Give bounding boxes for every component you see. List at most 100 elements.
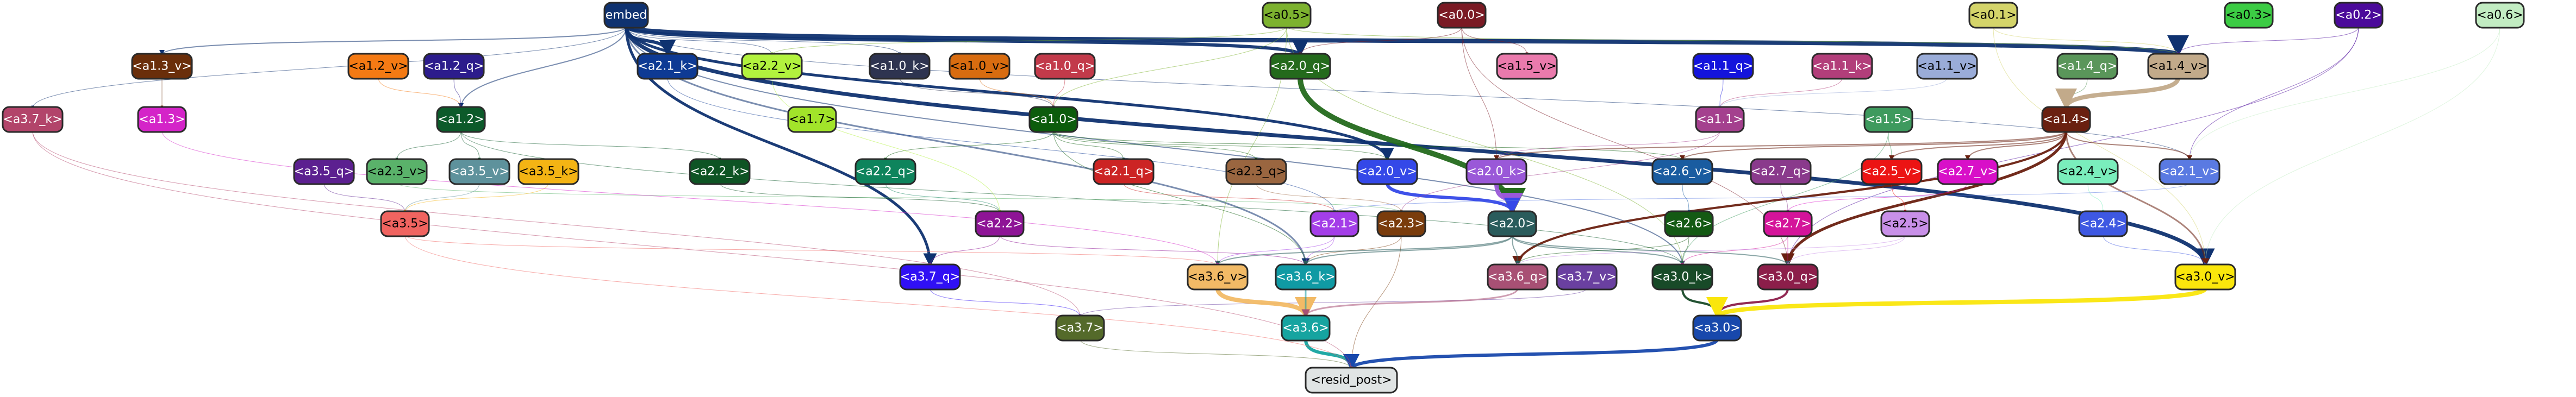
node-box [1275,263,1337,291]
node-a1-1-q[interactable]: <a1.1_q> [1692,53,1754,80]
node-a3-5-k[interactable]: <a3.5_k> [517,158,579,185]
edge-a2-5-v-to-a2-5 [1891,182,1907,213]
edge-a2-7-q-to-a2-7 [1780,182,1789,213]
node-a3-5[interactable]: <a3.5> [380,210,430,237]
edge-a2-2-v-to-a2-2 [771,77,1001,213]
node-a2-5-v[interactable]: <a2.5_v> [1861,158,1923,185]
node-a2-0-v[interactable]: <a2.0_v> [1356,158,1418,185]
node-a1-0[interactable]: <a1.0> [1028,106,1078,133]
node-a1-7[interactable]: <a1.7> [787,106,837,133]
node-label: <a1.1_q> [1693,60,1753,73]
node-box [1968,2,2018,29]
node-a3-7-k[interactable]: <a3.7_k> [2,106,64,133]
node-a2-7-v[interactable]: <a2.7_v> [1937,158,1999,185]
node-a2-4-v[interactable]: <a2.4_v> [2057,158,2119,185]
node-a1-0-k[interactable]: <a1.0_k> [869,53,931,80]
node-box [1487,263,1549,291]
node-a2-2-v[interactable]: <a2.2_v> [741,53,803,80]
node-a2-0-k[interactable]: <a2.0_k> [1465,158,1527,185]
node-box [2041,106,2091,133]
node-box [787,106,837,133]
node-label: <a0.2> [2335,9,2381,22]
node-a3-5-v[interactable]: <a3.5_v> [448,158,510,185]
node-a3-6-q[interactable]: <a3.6_q> [1487,263,1549,291]
node-a1-0-q[interactable]: <a1.0_q> [1034,53,1096,80]
node-box [1356,158,1418,185]
edge-a2-6-to-a3-0-k [1681,235,1689,266]
node-a2-0[interactable]: <a2.0> [1487,210,1537,237]
node-a0-1[interactable]: <a0.1> [1968,2,2018,29]
node-a3-7-q[interactable]: <a3.7_q> [899,263,961,291]
node-a3-0[interactable]: <a3.0> [1692,314,1742,342]
node-a3-7-v[interactable]: <a3.7_v> [1556,263,1618,291]
edge-a0-0-to-a2-0-k [1461,26,1498,161]
node-a0-3[interactable]: <a0.3> [2224,2,2274,29]
node-box [2056,53,2118,80]
edge-a0-1-to-a3-0-v [1993,26,2207,266]
edge-a3-7-k-to-resid-post [32,130,1353,369]
node-a2-5[interactable]: <a2.5> [1880,210,1930,237]
node-a2-4[interactable]: <a2.4> [2078,210,2128,237]
node-a2-2[interactable]: <a2.2> [975,210,1025,237]
node-a1-2-q[interactable]: <a1.2_q> [423,53,485,80]
node-a2-2-k[interactable]: <a2.2_k> [689,158,751,185]
node-label: <a3.5_q> [294,165,354,179]
node-a0-0[interactable]: <a0.0> [1437,2,1487,29]
node-a1-1[interactable]: <a1.1> [1695,106,1745,133]
node-resid-post[interactable]: <resid_post> [1305,367,1398,394]
edge-a1-0-q-to-a1-0 [1052,77,1065,109]
node-label: <a2.4> [2080,217,2126,231]
node-a0-5[interactable]: <a0.5> [1262,2,1312,29]
node-a2-3-v[interactable]: <a2.3_v> [366,158,428,185]
edge-a2-0-to-a3-0-q [1512,235,1791,266]
node-box [2174,263,2236,291]
node-a2-1-q[interactable]: <a2.1_q> [1093,158,1155,185]
node-a2-1-v[interactable]: <a2.1_v> [2159,158,2221,185]
edge-a3-0-to-resid-post [1343,338,1719,370]
node-a3-6-k[interactable]: <a3.6_k> [1275,263,1337,291]
edge-a1-1-k-to-a1-1 [1718,77,1843,109]
node-a1-2-v[interactable]: <a1.2_v> [347,53,409,80]
node-box [1225,158,1287,185]
node-label: <a2.1_k> [638,60,697,73]
node-a0-2[interactable]: <a0.2> [2334,2,2384,29]
node-a3-7[interactable]: <a3.7> [1055,314,1105,342]
edge-a0-6-to-a3-0-v [2204,26,2500,266]
node-a1-5-v[interactable]: <a1.5_v> [1496,53,1558,80]
node-a2-3[interactable]: <a2.3> [1376,210,1426,237]
node-a3-0-q[interactable]: <a3.0_q> [1757,263,1819,291]
node-a2-7[interactable]: <a2.7> [1763,210,1813,237]
node-a1-3[interactable]: <a1.3> [137,106,187,133]
node-box [1034,53,1096,80]
node-a1-5[interactable]: <a1.5> [1863,106,1913,133]
node-a0-6[interactable]: <a0.6> [2475,2,2525,29]
node-a3-6-v[interactable]: <a3.6_v> [1187,263,1249,291]
node-a1-2[interactable]: <a1.2> [436,106,486,133]
node-a2-3-q[interactable]: <a2.3_q> [1225,158,1287,185]
node-a2-6-v[interactable]: <a2.6_v> [1651,158,1713,185]
node-label: <a2.2_k> [690,165,749,179]
node-box [293,158,355,185]
node-a1-4-v[interactable]: <a1.4_v> [2147,53,2209,80]
node-a2-2-q[interactable]: <a2.2_q> [854,158,916,185]
node-a1-4-q[interactable]: <a1.4_q> [2056,53,2118,80]
node-a2-1-k[interactable]: <a2.1_k> [637,53,698,80]
node-a1-1-v[interactable]: <a1.1_v> [1916,53,1978,80]
node-a3-5-q[interactable]: <a3.5_q> [293,158,355,185]
node-label: <resid_post> [1311,374,1392,387]
node-a1-1-k[interactable]: <a1.1_k> [1811,53,1873,80]
node-label: <a1.1> [1696,113,1743,127]
edge-a1-4-to-a2-6-v [1680,130,2067,161]
node-box [137,106,187,133]
node-a1-3-v[interactable]: <a1.3_v> [131,53,193,80]
node-a3-0-v[interactable]: <a3.0_v> [2174,263,2236,291]
node-a1-4[interactable]: <a1.4> [2041,106,2091,133]
node-a1-0-v[interactable]: <a1.0_v> [949,53,1011,80]
node-a2-1[interactable]: <a2.1> [1309,210,1359,237]
node-a3-0-k[interactable]: <a3.0_k> [1651,263,1713,291]
node-a2-7-q[interactable]: <a2.7_q> [1750,158,1812,185]
node-a2-0-q[interactable]: <a2.0_q> [1269,53,1331,80]
node-a2-6[interactable]: <a2.6> [1664,210,1714,237]
node-a3-6[interactable]: <a3.6> [1281,314,1331,342]
node-embed[interactable]: embed [603,2,649,29]
